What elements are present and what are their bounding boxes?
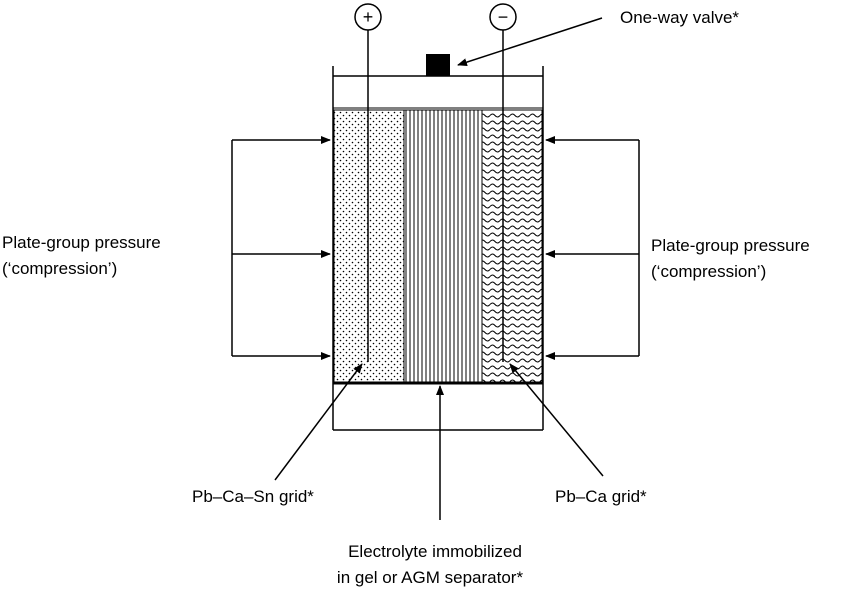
- negative-plate: [481, 109, 543, 383]
- left-pressure-arrows: [231, 136, 331, 360]
- negative-grid-arrow: [509, 363, 604, 477]
- electrolyte-label-line2: in gel or AGM separator*: [337, 568, 524, 587]
- right-pressure-label-line1: Plate-group pressure: [651, 236, 810, 255]
- negative-grid-label: Pb–Ca grid*: [555, 487, 647, 506]
- negative-terminal-symbol: −: [498, 7, 509, 27]
- left-pressure-label-line2: (‘compression’): [2, 259, 117, 278]
- left-pressure-label-line1: Plate-group pressure: [2, 233, 161, 252]
- one-way-valve: [426, 54, 450, 76]
- valve-label: One-way valve*: [620, 8, 739, 27]
- positive-grid-arrow: [274, 363, 363, 481]
- negative-terminal: −: [489, 3, 517, 31]
- right-pressure-arrows: [545, 136, 640, 360]
- electrolyte-label-line1: Electrolyte immobilized: [348, 542, 522, 561]
- separator: [403, 109, 483, 383]
- positive-terminal-symbol: +: [363, 7, 374, 27]
- positive-grid-label: Pb–Ca–Sn grid*: [192, 487, 314, 506]
- positive-terminal: +: [354, 3, 382, 31]
- right-pressure-label-line2: (‘compression’): [651, 262, 766, 281]
- valve-arrow: [457, 17, 603, 67]
- plate-group: [333, 107, 543, 385]
- positive-plate: [333, 109, 405, 383]
